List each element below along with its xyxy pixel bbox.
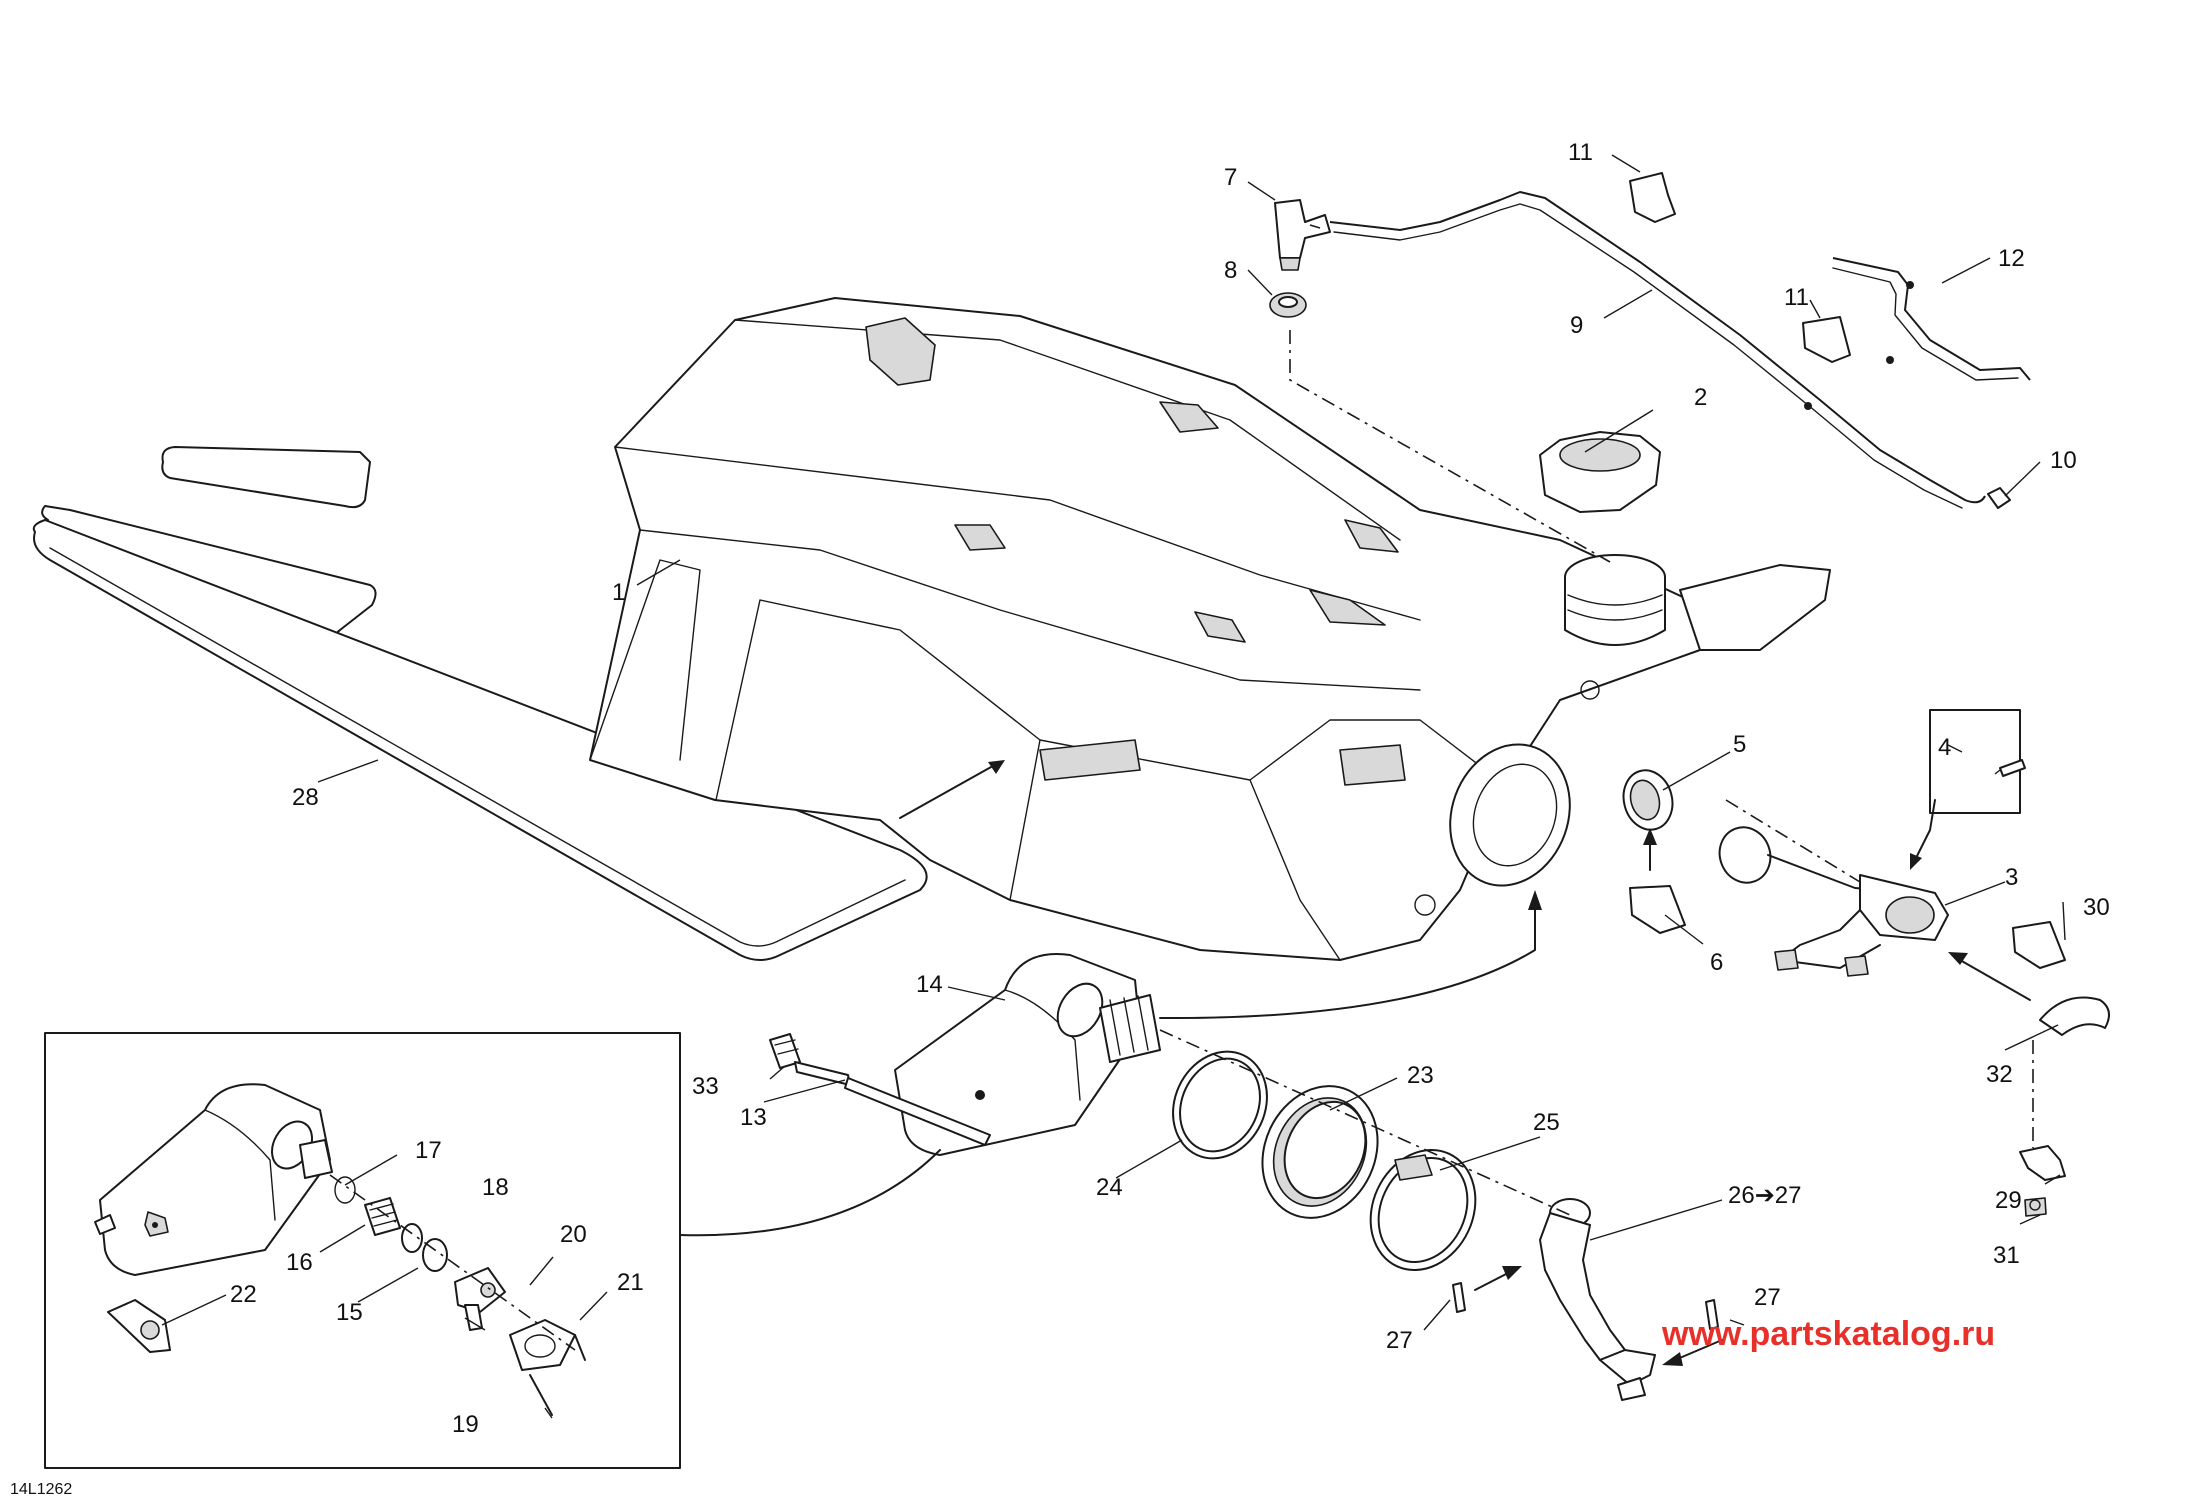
callout-5: 5 <box>1733 731 1746 758</box>
callout-27-right: 27 <box>1754 1284 1781 1311</box>
callout-18: 18 <box>482 1174 509 1201</box>
grommet-part <box>1269 292 1307 318</box>
retainer-part <box>2019 1145 2066 1217</box>
callout-11-top: 11 <box>1568 139 1593 166</box>
callout-32: 32 <box>1986 1061 2013 1088</box>
callout-3: 3 <box>2005 864 2018 891</box>
callout-9: 9 <box>1570 312 1583 339</box>
fuse-box <box>1929 709 2026 814</box>
callout-19: 19 <box>452 1411 479 1438</box>
callout-labels: 1 2 3 4 5 6 7 8 9 10 11 11 12 13 14 15 1… <box>230 139 2110 1438</box>
callout-20: 20 <box>560 1221 587 1248</box>
hose-clamp-part <box>1369 1148 1477 1272</box>
seat-pad-part <box>32 446 928 961</box>
gasket-part <box>1622 769 1674 831</box>
callout-30: 30 <box>2083 894 2110 921</box>
callout-27-left: 27 <box>1386 1327 1413 1354</box>
callout-7: 7 <box>1224 164 1237 191</box>
assembly-lines <box>1159 224 2034 1216</box>
leader-lines <box>161 154 2066 1419</box>
fuel-pickup-part <box>769 1033 991 1146</box>
detail-inset <box>44 1032 681 1469</box>
fuel-line-part <box>1539 1198 1656 1401</box>
callout-23: 23 <box>1407 1062 1434 1089</box>
callout-31: 31 <box>1993 1242 2020 1269</box>
pump-oring-part <box>1172 1050 1268 1160</box>
callout-2: 2 <box>1694 384 1707 411</box>
vent-valve-part <box>1274 199 1331 271</box>
drawing-code: 14L1262 <box>10 1481 72 1498</box>
callout-6: 6 <box>1710 949 1723 976</box>
callout-21: 21 <box>617 1269 644 1296</box>
assembly-arrows <box>679 760 2031 1366</box>
callout-1: 1 <box>612 579 625 606</box>
pin-part <box>1452 1282 1719 1330</box>
callout-10: 10 <box>2050 447 2077 474</box>
callout-28: 28 <box>292 784 319 811</box>
callout-4: 4 <box>1938 734 1951 761</box>
hose-fitting-part <box>1987 487 2011 509</box>
callout-12: 12 <box>1998 245 2025 272</box>
callout-29: 29 <box>1995 1187 2022 1214</box>
callout-8: 8 <box>1224 257 1237 284</box>
clamp-part <box>1629 172 2066 969</box>
callout-13: 13 <box>740 1104 767 1131</box>
lock-ring-part <box>1261 1085 1379 1219</box>
fuel-pump-part <box>894 953 1161 1156</box>
sensor-part <box>1718 826 1949 977</box>
filler-cap-part <box>1539 431 1661 513</box>
callout-26: 26➔27 <box>1728 1182 1802 1209</box>
callout-33: 33 <box>692 1073 719 1100</box>
vent-hose-12-part <box>1832 257 2031 381</box>
fuel-tank-part <box>589 297 1831 961</box>
callout-25: 25 <box>1533 1109 1560 1136</box>
callout-15: 15 <box>336 1299 363 1326</box>
callout-16: 16 <box>286 1249 313 1276</box>
callout-22: 22 <box>230 1281 257 1308</box>
callout-14: 14 <box>916 971 943 998</box>
callout-11-mid: 11 <box>1784 284 1809 311</box>
callout-17: 17 <box>415 1137 442 1164</box>
watermark-text: www.partskatalog.ru <box>1661 1315 1995 1353</box>
vent-hose-part <box>1329 191 1986 509</box>
callout-24: 24 <box>1096 1174 1123 1201</box>
